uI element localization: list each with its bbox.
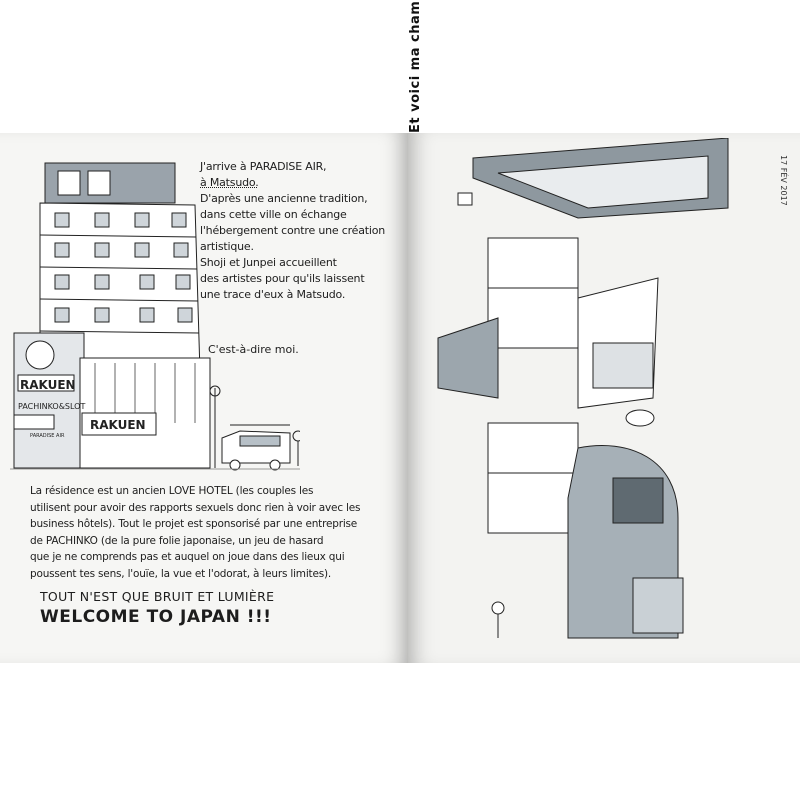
- shout-bruit: TOUT N'EST QUE BRUIT ET LUMIÈRE: [40, 589, 275, 604]
- room-caption: Et voici ma chambre...: [408, 0, 423, 133]
- sign-pachinko: PACHINKO&SLOT: [18, 402, 85, 411]
- body-line: de PACHINKO (de la pure folie japonaise,…: [30, 534, 324, 547]
- shout-welcome: WELCOME TO JAPAN !!!: [40, 607, 272, 627]
- dire-text: C'est-à-dire moi.: [208, 343, 299, 356]
- intro-line: l'hébergement contre une création: [200, 224, 386, 237]
- sign-rakuen: RAKUEN: [20, 378, 76, 392]
- body-line: utilisent pour avoir des rapports sexuel…: [30, 501, 361, 514]
- body-line: que je ne comprends pas et auquel on jou…: [30, 551, 345, 563]
- intro-line: J'arrive à PARADISE AIR,: [200, 160, 327, 173]
- left-page: RAKUEN PACHINKO&SLOT RAKUEN PARADISE AIR…: [0, 133, 408, 663]
- body-line: business hôtels). Tout le projet est spo…: [30, 518, 358, 530]
- intro-line: D'après une ancienne tradition,: [200, 192, 368, 205]
- body-line: poussent tes sens, l'ouïe, la vue et l'o…: [30, 567, 332, 580]
- sign-paradise: PARADISE AIR: [30, 433, 65, 439]
- building-illustration: RAKUEN PACHINKO&SLOT RAKUEN PARADISE AIR: [10, 162, 300, 471]
- intro-line: dans cette ville on échange: [200, 208, 347, 221]
- open-book: RAKUEN PACHINKO&SLOT RAKUEN PARADISE AIR…: [0, 0, 800, 663]
- sign-rakuen-2: RAKUEN: [90, 418, 146, 432]
- intro-line: Shoji et Junpei accueillent: [200, 256, 337, 269]
- intro-line: des artistes pour qu'ils laissent: [200, 272, 365, 285]
- right-page: 17 FÉV 2017 Et voici ma chambre...: [408, 0, 800, 663]
- body-text: La résidence est un ancien LOVE HOTEL (l…: [30, 483, 380, 582]
- date-label: 17 FÉV 2017: [779, 155, 788, 206]
- intro-line: une trace d'eux à Matsudo.: [200, 288, 346, 301]
- intro-text: J'arrive à PARADISE AIR, à Matsudo. D'ap…: [200, 159, 390, 303]
- body-line: La résidence est un ancien LOVE HOTEL (l…: [30, 485, 314, 497]
- intro-line: artistique.: [200, 240, 254, 253]
- room-illustration: [437, 138, 729, 639]
- intro-line: à Matsudo.: [200, 176, 259, 189]
